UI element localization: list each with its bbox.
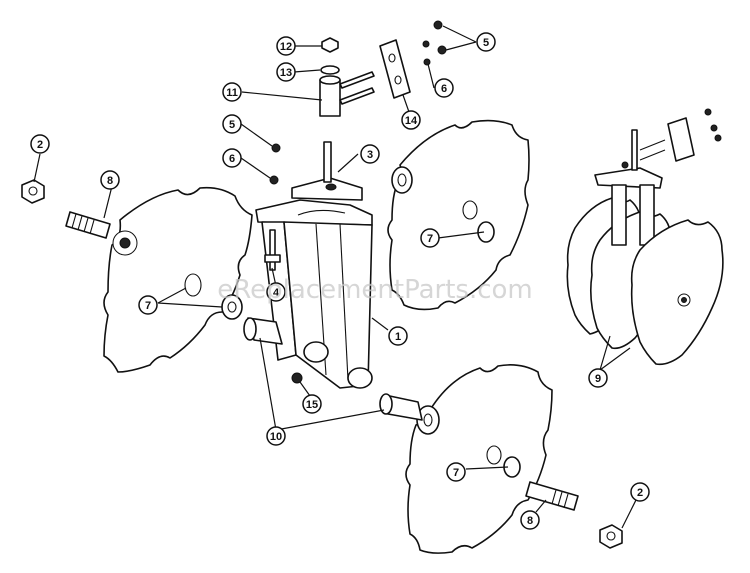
callout-11: 11	[222, 82, 242, 102]
callout-13: 13	[276, 62, 296, 82]
callout-15: 15	[302, 394, 322, 414]
disc-blade-left	[103, 186, 253, 373]
callout-10: 10	[266, 426, 286, 446]
callout-8-left: 8	[100, 170, 120, 190]
callout-4: 4	[266, 282, 286, 302]
callout-5-top: 5	[476, 32, 496, 52]
callout-3: 3	[360, 144, 380, 164]
svg-text:6: 6	[229, 153, 235, 165]
disc-blade-bottom	[405, 364, 553, 554]
svg-text:7: 7	[145, 300, 151, 312]
spacer-tubes	[221, 294, 423, 421]
svg-text:5: 5	[483, 37, 489, 49]
callout-9: 9	[588, 368, 608, 388]
callout-6-top: 6	[434, 78, 454, 98]
callout-7-bottom: 7	[446, 462, 466, 482]
svg-text:14: 14	[405, 115, 418, 127]
callout-7-top: 7	[420, 228, 440, 248]
callout-1: 1	[388, 326, 408, 346]
assembled-disc-gang	[566, 108, 724, 366]
callout-6-mid: 6	[222, 148, 242, 168]
frame-assembly	[255, 141, 373, 389]
callout-12: 12	[276, 36, 296, 56]
svg-text:7: 7	[427, 233, 433, 245]
svg-text:4: 4	[273, 287, 280, 299]
watermark-text: eReplacementParts.com	[217, 275, 533, 305]
svg-text:1: 1	[395, 331, 401, 343]
top-hardware	[269, 20, 447, 384]
disc-blade-top	[387, 119, 530, 311]
svg-text:2: 2	[637, 487, 643, 499]
svg-text:11: 11	[226, 87, 238, 99]
svg-text:6: 6	[441, 83, 447, 95]
svg-text:15: 15	[306, 399, 318, 411]
nut-right	[599, 524, 623, 549]
svg-text:5: 5	[229, 119, 235, 131]
svg-text:10: 10	[270, 431, 282, 443]
svg-text:13: 13	[280, 67, 292, 79]
callout-2-left: 2	[30, 134, 50, 154]
svg-text:8: 8	[527, 515, 533, 527]
callout-7-left: 7	[138, 295, 158, 315]
axle-bolt-left	[65, 211, 111, 239]
callout-2-right: 2	[630, 482, 650, 502]
svg-text:3: 3	[367, 149, 373, 161]
callout-5-mid: 5	[222, 114, 242, 134]
svg-text:12: 12	[280, 41, 292, 53]
nut-left	[21, 179, 45, 204]
svg-text:8: 8	[107, 175, 113, 187]
svg-text:7: 7	[453, 467, 459, 479]
callout-8-right: 8	[520, 510, 540, 530]
callout-14: 14	[401, 110, 421, 130]
leader-lines	[33, 25, 641, 529]
svg-text:9: 9	[595, 373, 601, 385]
svg-text:2: 2	[37, 139, 43, 151]
axle-bolt-right	[525, 481, 579, 511]
